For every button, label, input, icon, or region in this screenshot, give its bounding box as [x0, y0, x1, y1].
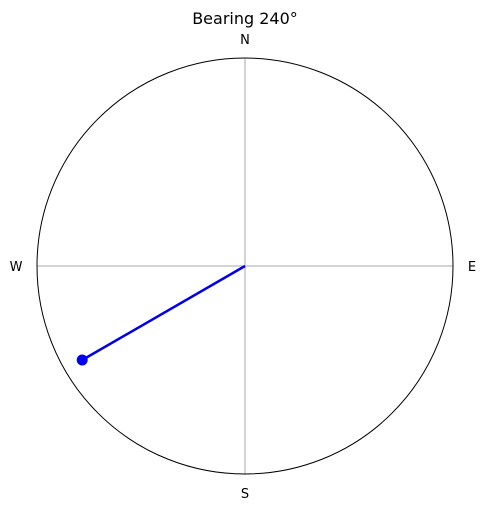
north-label: N	[240, 33, 250, 48]
bearing-tip-marker	[76, 354, 88, 366]
compass-circle	[36, 57, 454, 475]
west-label: W	[10, 260, 23, 275]
south-label: S	[241, 487, 249, 502]
east-label: E	[468, 260, 476, 275]
bearing-line	[81, 264, 246, 362]
figure-title: Bearing 240°	[192, 9, 298, 28]
